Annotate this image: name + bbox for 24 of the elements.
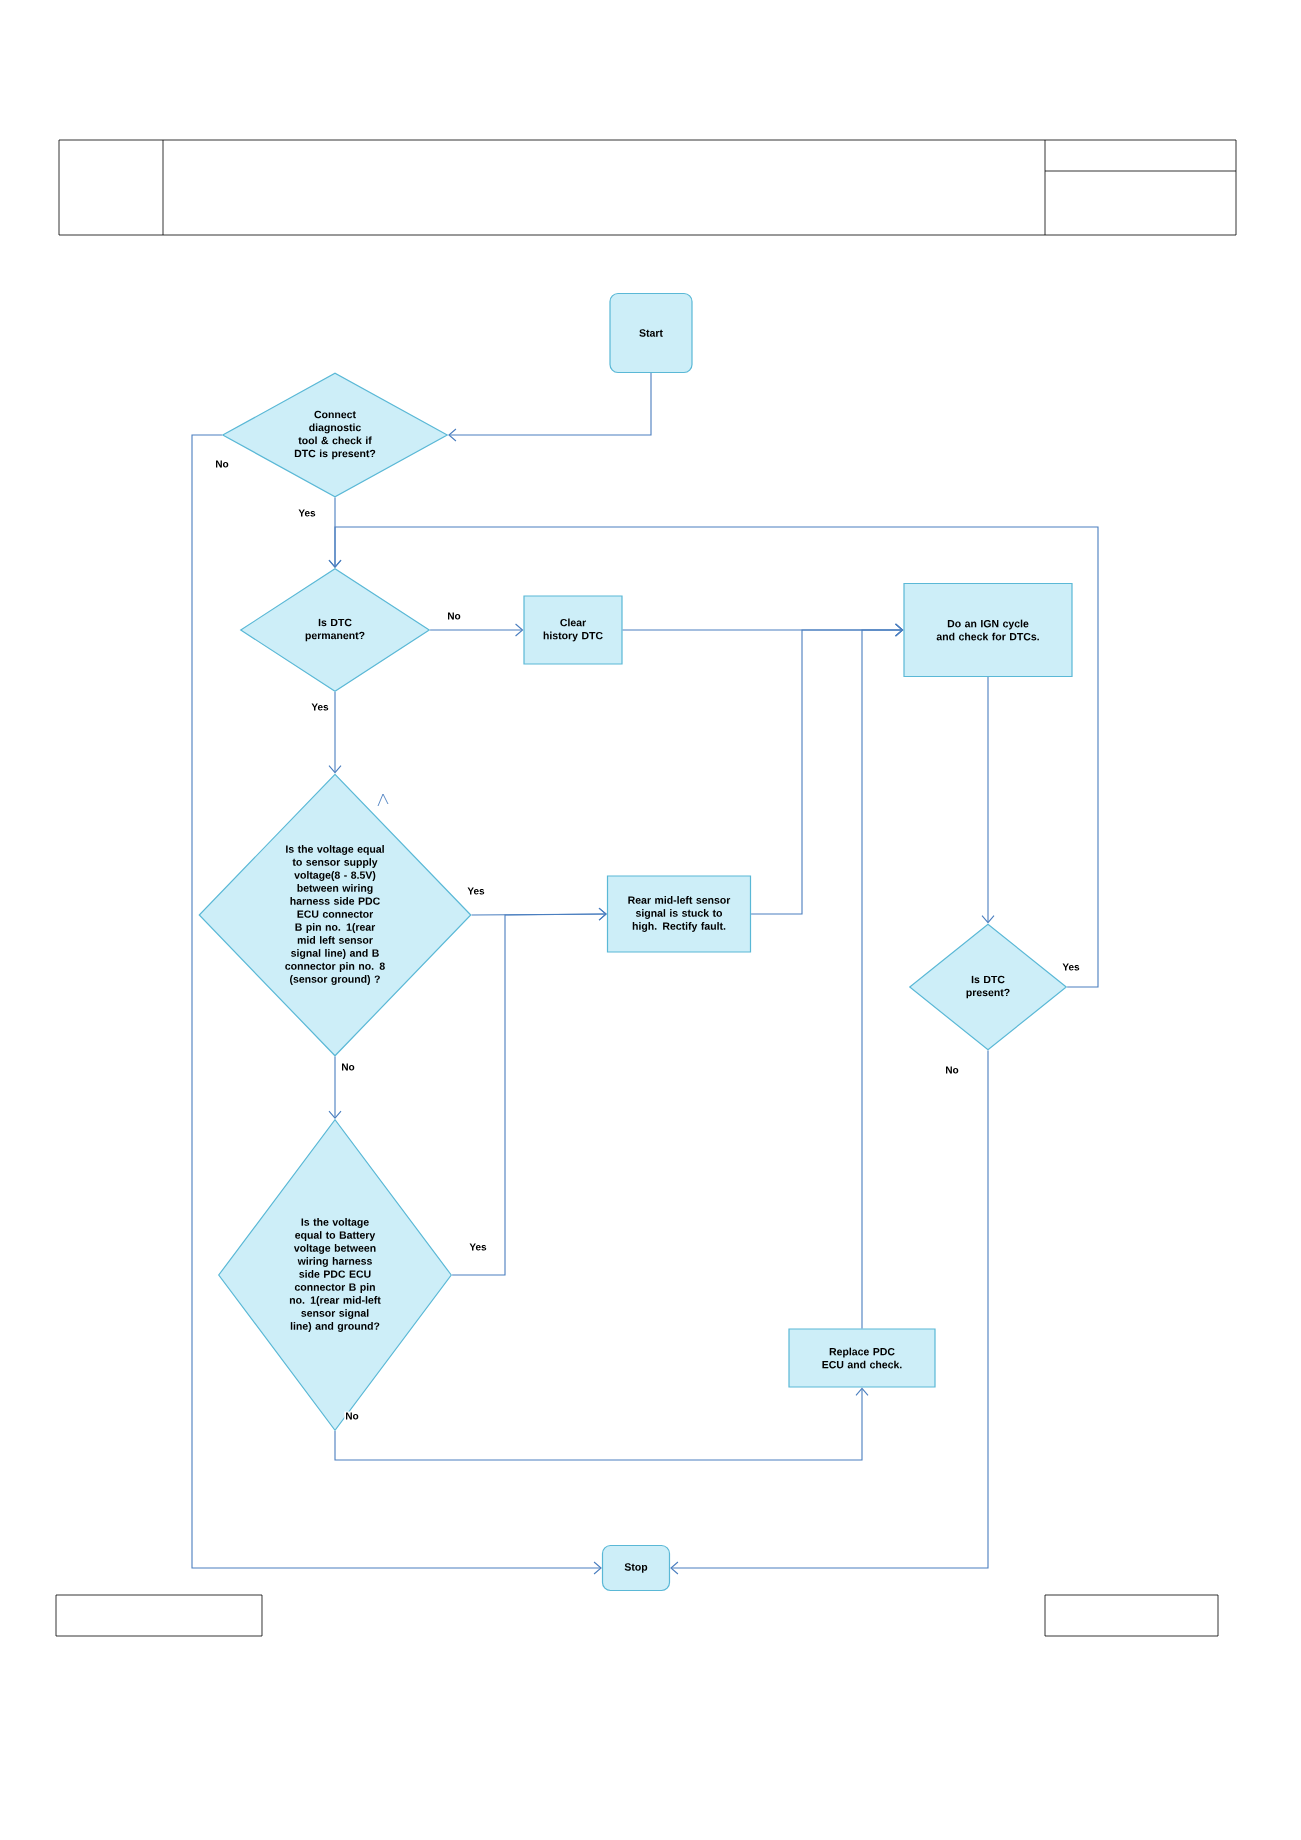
process-box: Replace PDC ECU and check.: [788, 1328, 936, 1388]
arrow: [861, 623, 904, 1329]
arrow: [451, 907, 607, 1276]
edge-label: No: [344, 1411, 360, 1421]
arrow: [334, 1387, 869, 1461]
arrow: [670, 1050, 989, 1575]
terminal-box: Stop: [601, 1544, 671, 1592]
edge-label: No: [446, 611, 462, 621]
arrow: [448, 372, 652, 442]
arrow: [328, 691, 342, 774]
process-box: Do an IGN cycle and check for DTCs.: [903, 582, 1073, 678]
edge-label: Yes: [468, 1242, 488, 1252]
process-box: Clear history DTC: [523, 595, 623, 665]
arrow: [328, 1056, 342, 1119]
terminal-box: Start: [609, 292, 693, 374]
edge-label: No: [944, 1065, 960, 1075]
arrow: [328, 526, 1099, 988]
arrow: [981, 676, 995, 924]
process-box: Rear mid-left sensor signal is stuck to high. Rectify fault.: [606, 875, 752, 953]
edge-label: No: [340, 1062, 356, 1072]
arrow: [191, 434, 602, 1575]
edge-label: Yes: [297, 508, 317, 518]
arrow: [429, 623, 524, 637]
edge-label: Yes: [310, 702, 330, 712]
